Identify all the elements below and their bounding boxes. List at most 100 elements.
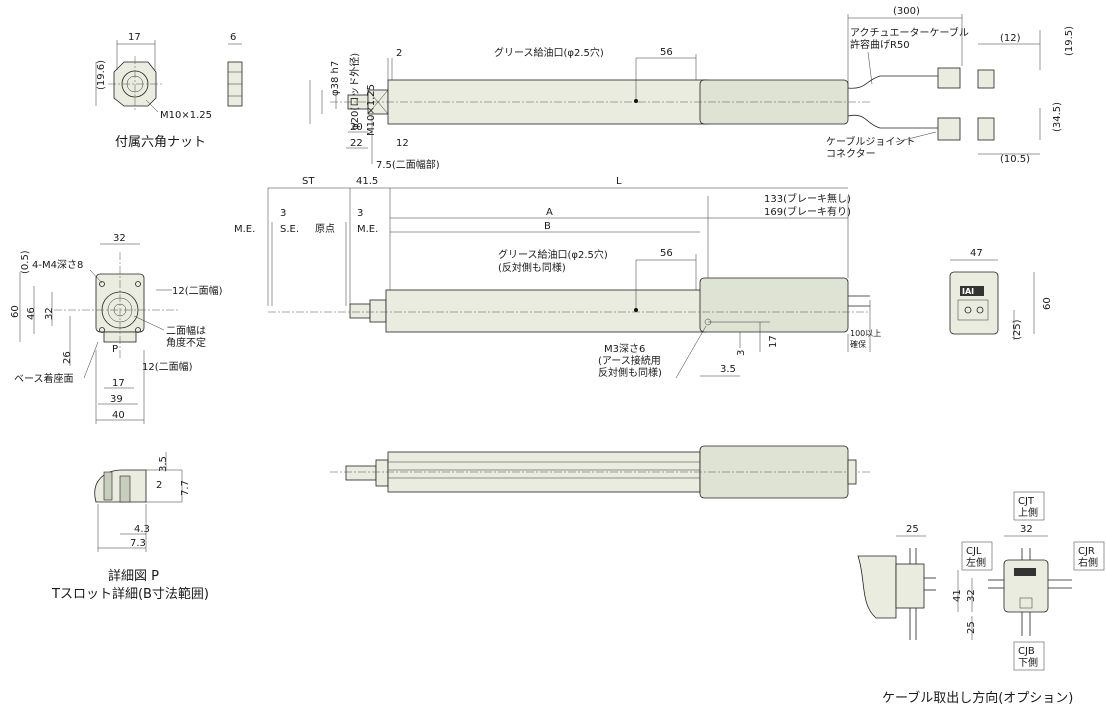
front-dim-32v: 32: [44, 307, 55, 320]
front-dim-60: 60: [10, 305, 21, 318]
actuator-cable-label-2: 許容曲げR50: [850, 38, 910, 51]
nut-thread-label: M10×1.25: [160, 110, 212, 121]
nut-height-dim: (19.6): [96, 60, 107, 90]
front-dim-26: 26: [62, 351, 73, 364]
joint-label-2: コネクター: [826, 148, 876, 160]
cable-option-end-view: [988, 548, 1072, 636]
nut-caption: 付属六角ナット: [115, 135, 206, 150]
actuator-bottom-view: [330, 445, 870, 499]
actuator-top-view: [330, 67, 995, 141]
m3-label-2: (アース接続用: [598, 354, 661, 367]
cjb-label-1: CJB: [1018, 646, 1035, 657]
flat-7-5-label: 7.5(二面幅部): [376, 158, 440, 171]
flat-angle-label-1: 二面幅は: [166, 324, 206, 337]
nut-width-dim: 17: [128, 32, 141, 43]
m3-label-3: 反対側も同様): [598, 366, 662, 379]
front-dim-0-5: (0.5): [20, 250, 31, 274]
detail-p-caption-2: Tスロット詳細(B寸法範囲): [51, 586, 209, 602]
top-dim-12: 12: [396, 138, 409, 149]
top-dim-10-5: (10.5): [1000, 154, 1030, 165]
top-dim-22: 22: [350, 138, 363, 149]
phi20-label: φ20(ロッド外径): [348, 53, 361, 130]
cjr-label-2: 右側: [1078, 556, 1098, 569]
dim-3-5: 3.5: [720, 364, 736, 375]
option-dim-41: 41: [952, 589, 963, 602]
base-face-label: ベース着座面: [14, 372, 74, 385]
p-dim-2: 2: [156, 480, 162, 491]
origin-label: 原点: [315, 223, 335, 235]
actuator-side-view: [268, 277, 870, 333]
tap-4m4-label: 4-M4深さ8: [32, 259, 83, 271]
dim-B: B: [544, 221, 551, 232]
brake-none-label: 133(ブレーキ無し): [764, 192, 851, 205]
cjt-label-2: 上側: [1018, 506, 1038, 519]
option-dim-32v: 32: [966, 589, 977, 602]
cjl-label-2: 左側: [966, 556, 986, 569]
flat-12b-label: 12(二面幅): [142, 360, 193, 373]
mid-grease-label: グリース給油口(φ2.5穴): [498, 248, 608, 261]
rear-dim-60: 60: [1042, 297, 1053, 310]
p-dim-3-5: 3.5: [158, 456, 169, 472]
top-dim-56: 56: [660, 47, 673, 58]
phi38-label: φ38 h7: [330, 61, 341, 96]
front-dim-39: 39: [110, 394, 123, 405]
m3-label-1: M3深さ6: [604, 343, 645, 355]
cjl-label-1: CJL: [966, 546, 982, 557]
cjl-box: CJL 左側: [961, 541, 993, 571]
hex-nut-side-view: 6: [227, 32, 243, 107]
iai-logo-text: IAI: [962, 287, 974, 296]
me2-label: M.E.: [357, 224, 378, 235]
cjt-box: CJT 上側: [1013, 491, 1045, 521]
dim-st: ST: [302, 176, 315, 187]
me1-label: M.E.: [234, 224, 255, 235]
p-dim-4-3: 4.3: [134, 524, 150, 535]
dim-41-5: 41.5: [356, 176, 378, 187]
dim-A: A: [546, 207, 553, 218]
m10-label: M10×1.25: [366, 84, 377, 136]
actuator-rear-view: IAI: [949, 271, 999, 335]
dim-3: 3: [736, 350, 747, 356]
option-dim-32: 32: [1020, 524, 1033, 535]
flat-12a-label: 12(二面幅): [172, 284, 223, 297]
actuator-front-view: [54, 252, 180, 360]
hex-nut-front-view: 17 (19.6) M10×1.25: [95, 32, 212, 121]
p-dim-7-7: 7.7: [180, 480, 191, 496]
p-mark: P: [112, 344, 118, 355]
top-dim-2: 2: [396, 48, 402, 59]
front-dim-46: 46: [26, 307, 37, 320]
dim-3b: 3: [357, 208, 363, 219]
p-dim-7-3: 7.3: [130, 538, 146, 549]
min100-label-1: 100以上: [850, 329, 881, 338]
brake-with-label: 169(ブレーキ有り): [764, 205, 851, 218]
top-grease-label: グリース給油口(φ2.5穴): [494, 46, 604, 59]
nut-thickness-dim: 6: [230, 32, 236, 43]
mid-dim-56: 56: [660, 248, 673, 259]
cjr-label-1: CJR: [1078, 546, 1095, 557]
cable-option-side-view: [857, 548, 936, 640]
cjb-box: CJB 下側: [1013, 641, 1045, 671]
joint-label-1: ケーブルジョイント: [826, 135, 915, 148]
actuator-cable-label-1: アクチュエーターケーブル: [850, 26, 969, 39]
detail-p-caption-1: 詳細図 P: [108, 568, 159, 584]
dim-3a: 3: [280, 208, 286, 219]
option-dim-25: 25: [906, 524, 919, 535]
flat-angle-label-2: 角度不定: [166, 336, 206, 349]
se-label: S.E.: [280, 224, 299, 235]
front-dim-17: 17: [112, 378, 125, 389]
front-dim-32: 32: [113, 233, 126, 244]
cjr-box: CJR 右側: [1073, 541, 1105, 571]
top-dim-20: 20: [350, 122, 363, 133]
min100-label-2: 確保: [850, 339, 866, 349]
cjb-label-2: 下側: [1018, 656, 1038, 669]
rear-dim-47: 47: [970, 248, 983, 259]
top-dim-19-5: (19.5): [1064, 26, 1075, 56]
detail-p-view: [94, 469, 182, 503]
top-dim-34-5: (34.5): [1052, 102, 1063, 132]
top-dim-300: (300): [893, 6, 920, 17]
front-dim-40: 40: [112, 410, 125, 421]
cable-option-caption: ケーブル取出し方向(オプション): [882, 690, 1073, 706]
dim-L: L: [616, 176, 622, 187]
option-dim-25v: 25: [966, 621, 977, 634]
